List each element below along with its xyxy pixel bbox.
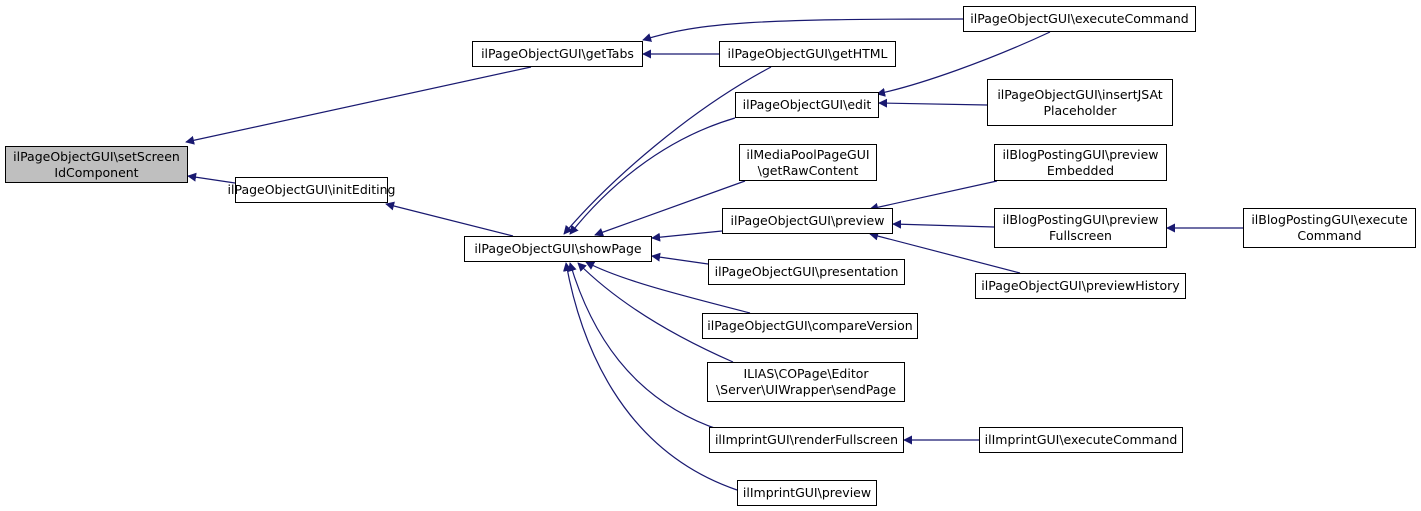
edge-sendPage-to-showPage <box>577 262 734 363</box>
node-label-line: ilBlogPostingGUI\preview <box>1002 146 1159 162</box>
node-label-line: Fullscreen <box>1049 228 1112 243</box>
edge-previewEmbedded-to-preview <box>869 180 998 212</box>
node-label-line: ilPageObjectGUI\setScreen <box>13 148 180 164</box>
edge-imprintPreview-to-showPage <box>563 262 738 491</box>
node-imprint-execute-command[interactable]: ilImprintGUI\executeCommand <box>979 427 1183 453</box>
node-label-line: ilPageObjectGUI\getTabs <box>481 46 634 61</box>
node-label-line: ilPageObjectGUI\presentation <box>714 264 899 279</box>
node-label-line: IdComponent <box>54 164 139 180</box>
node-label-line: \getRawContent <box>757 162 859 178</box>
edge-previewFullscreen-to-preview <box>892 219 995 229</box>
node-label-line: ilBlogPostingGUI\preview <box>1002 212 1159 227</box>
node-render-fullscreen[interactable]: ilImprintGUI\renderFullscreen <box>709 427 904 453</box>
node-edit[interactable]: ilPageObjectGUI\edit <box>735 92 879 118</box>
node-presentation[interactable]: ilPageObjectGUI\presentation <box>708 259 905 285</box>
node-init-editing[interactable]: ilPageObjectGUI\initEditing <box>228 177 395 203</box>
node-label-line: Embedded <box>1046 162 1115 178</box>
node-compare-version[interactable]: ilPageObjectGUI\compareVersion <box>702 313 918 339</box>
node-label-line: Placeholder <box>1043 102 1117 118</box>
edge-initEditing-to-setScreenIdComponent <box>187 172 236 184</box>
edge-compareVersion-to-showPage <box>585 261 751 314</box>
node-get-html[interactable]: ilPageObjectGUI\getHTML <box>719 41 896 67</box>
edge-showPage-to-initEditing <box>385 201 514 237</box>
node-label-line: ilPageObjectGUI\getHTML <box>727 46 888 61</box>
node-label-line: ilImprintGUI\executeCommand <box>984 432 1178 447</box>
node-label-line: ilImprintGUI\renderFullscreen <box>714 432 899 447</box>
node-label-line: ilPageObjectGUI\executeCommand <box>970 11 1189 26</box>
node-label-line: Command <box>1297 228 1362 243</box>
node-label-line: ILIAS\COPage\Editor <box>743 366 869 381</box>
edge-getRawContent-to-showPage <box>594 180 746 237</box>
node-label-line: ilPageObjectGUI\insertJSAt <box>997 86 1163 102</box>
node-label-line: ilPageObjectGUI\previewHistory <box>981 278 1180 293</box>
edge-previewHistory-to-preview <box>869 231 1021 274</box>
node-preview[interactable]: ilPageObjectGUI\preview <box>722 208 893 234</box>
node-label-line: ilBlogPostingGUI\execute <box>1251 212 1408 227</box>
node-get-raw-content[interactable]: ilMediaPoolPageGUI\getRawContent <box>739 144 877 181</box>
edge-renderFullscreen-to-showPage <box>568 262 721 431</box>
node-get-tabs[interactable]: ilPageObjectGUI\getTabs <box>472 41 643 67</box>
edge-presentation-to-showPage <box>651 252 709 265</box>
node-label-line: ilPageObjectGUI\edit <box>742 97 872 112</box>
node-send-page[interactable]: ILIAS\COPage\Editor\Server\UIWrapper\sen… <box>707 362 905 402</box>
edge-edit-to-showPage <box>569 117 736 235</box>
edge-preview-to-showPage <box>651 230 723 242</box>
node-label-line: ilPageObjectGUI\showPage <box>474 241 642 256</box>
node-label-line: ilPageObjectGUI\initEditing <box>227 182 396 197</box>
node-label-line: ilImprintGUI\preview <box>742 485 872 500</box>
node-show-page[interactable]: ilPageObjectGUI\showPage <box>464 236 652 262</box>
node-execute-command1[interactable]: ilPageObjectGUI\executeCommand <box>963 6 1196 32</box>
edge-executeCommand1-to-edit <box>876 31 1051 97</box>
node-label-line: ilMediaPoolPageGUI <box>746 146 870 162</box>
edge-executeCommand1-to-getTabs <box>642 18 964 42</box>
node-label-line: ilPageObjectGUI\preview <box>730 213 885 228</box>
edge-getHTML-to-showPage <box>563 66 772 235</box>
node-preview-history[interactable]: ilPageObjectGUI\previewHistory <box>975 273 1186 299</box>
node-imprint-preview[interactable]: ilImprintGUI\preview <box>737 480 877 506</box>
edge-insertJSAt-to-edit <box>878 98 988 108</box>
node-label-line: \Server\UIWrapper\sendPage <box>715 382 897 397</box>
node-label-line: ilPageObjectGUI\compareVersion <box>707 318 913 333</box>
edge-getTabs-to-setScreenIdComponent <box>185 66 532 145</box>
